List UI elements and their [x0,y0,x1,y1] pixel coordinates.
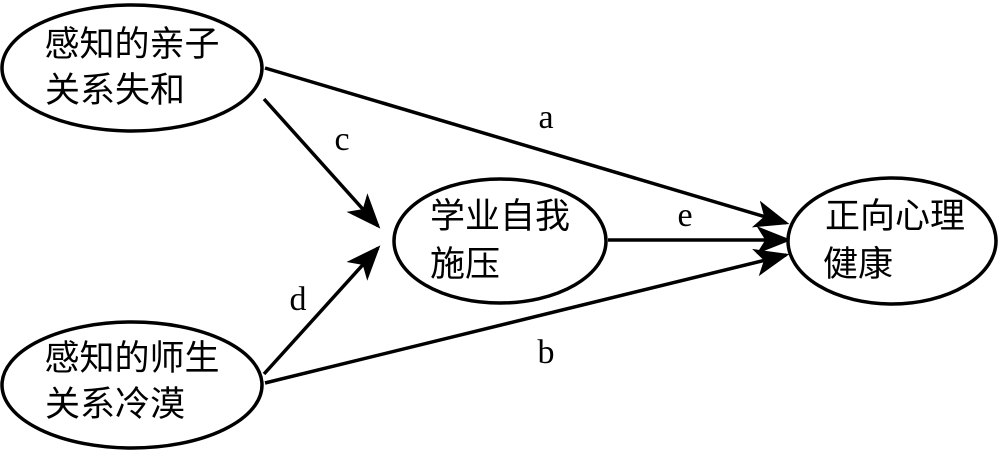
node-parent-child-ellipse [0,3,264,133]
node-teacher-student-line2: 关系冷漠 [45,385,185,425]
node-academic-pressure-ellipse [392,177,608,305]
edge-d-arrow [262,245,381,376]
node-mental-health: 正向心理 健康 [786,176,998,306]
node-teacher-student-line1: 感知的师生 [44,339,219,379]
edge-label-b: b [538,334,555,371]
edge-label-c: c [334,121,349,158]
edges [262,66,792,385]
node-academic-pressure: 学业自我 施压 [392,177,608,305]
node-academic-pressure-line2: 施压 [430,245,500,285]
edge-label-e: e [677,197,692,234]
node-mental-health-line2: 健康 [823,245,893,285]
node-teacher-student: 感知的师生 关系冷漠 [0,320,264,450]
node-mental-health-line1: 正向心理 [825,197,965,237]
node-parent-child: 感知的亲子 关系失和 [0,3,264,133]
node-parent-child-line1: 感知的亲子 [44,25,219,65]
node-mental-health-ellipse [786,176,998,306]
edge-a-arrow [264,66,790,228]
node-academic-pressure-line1: 学业自我 [430,197,570,237]
node-parent-child-line2: 关系失和 [45,71,185,111]
edge-b-arrow [264,248,790,385]
edge-label-a: a [538,99,553,136]
edge-c-arrow [262,97,381,229]
edge-labels: a b c d e [290,99,693,371]
edge-label-d: d [290,281,307,318]
node-teacher-student-ellipse [0,320,264,450]
